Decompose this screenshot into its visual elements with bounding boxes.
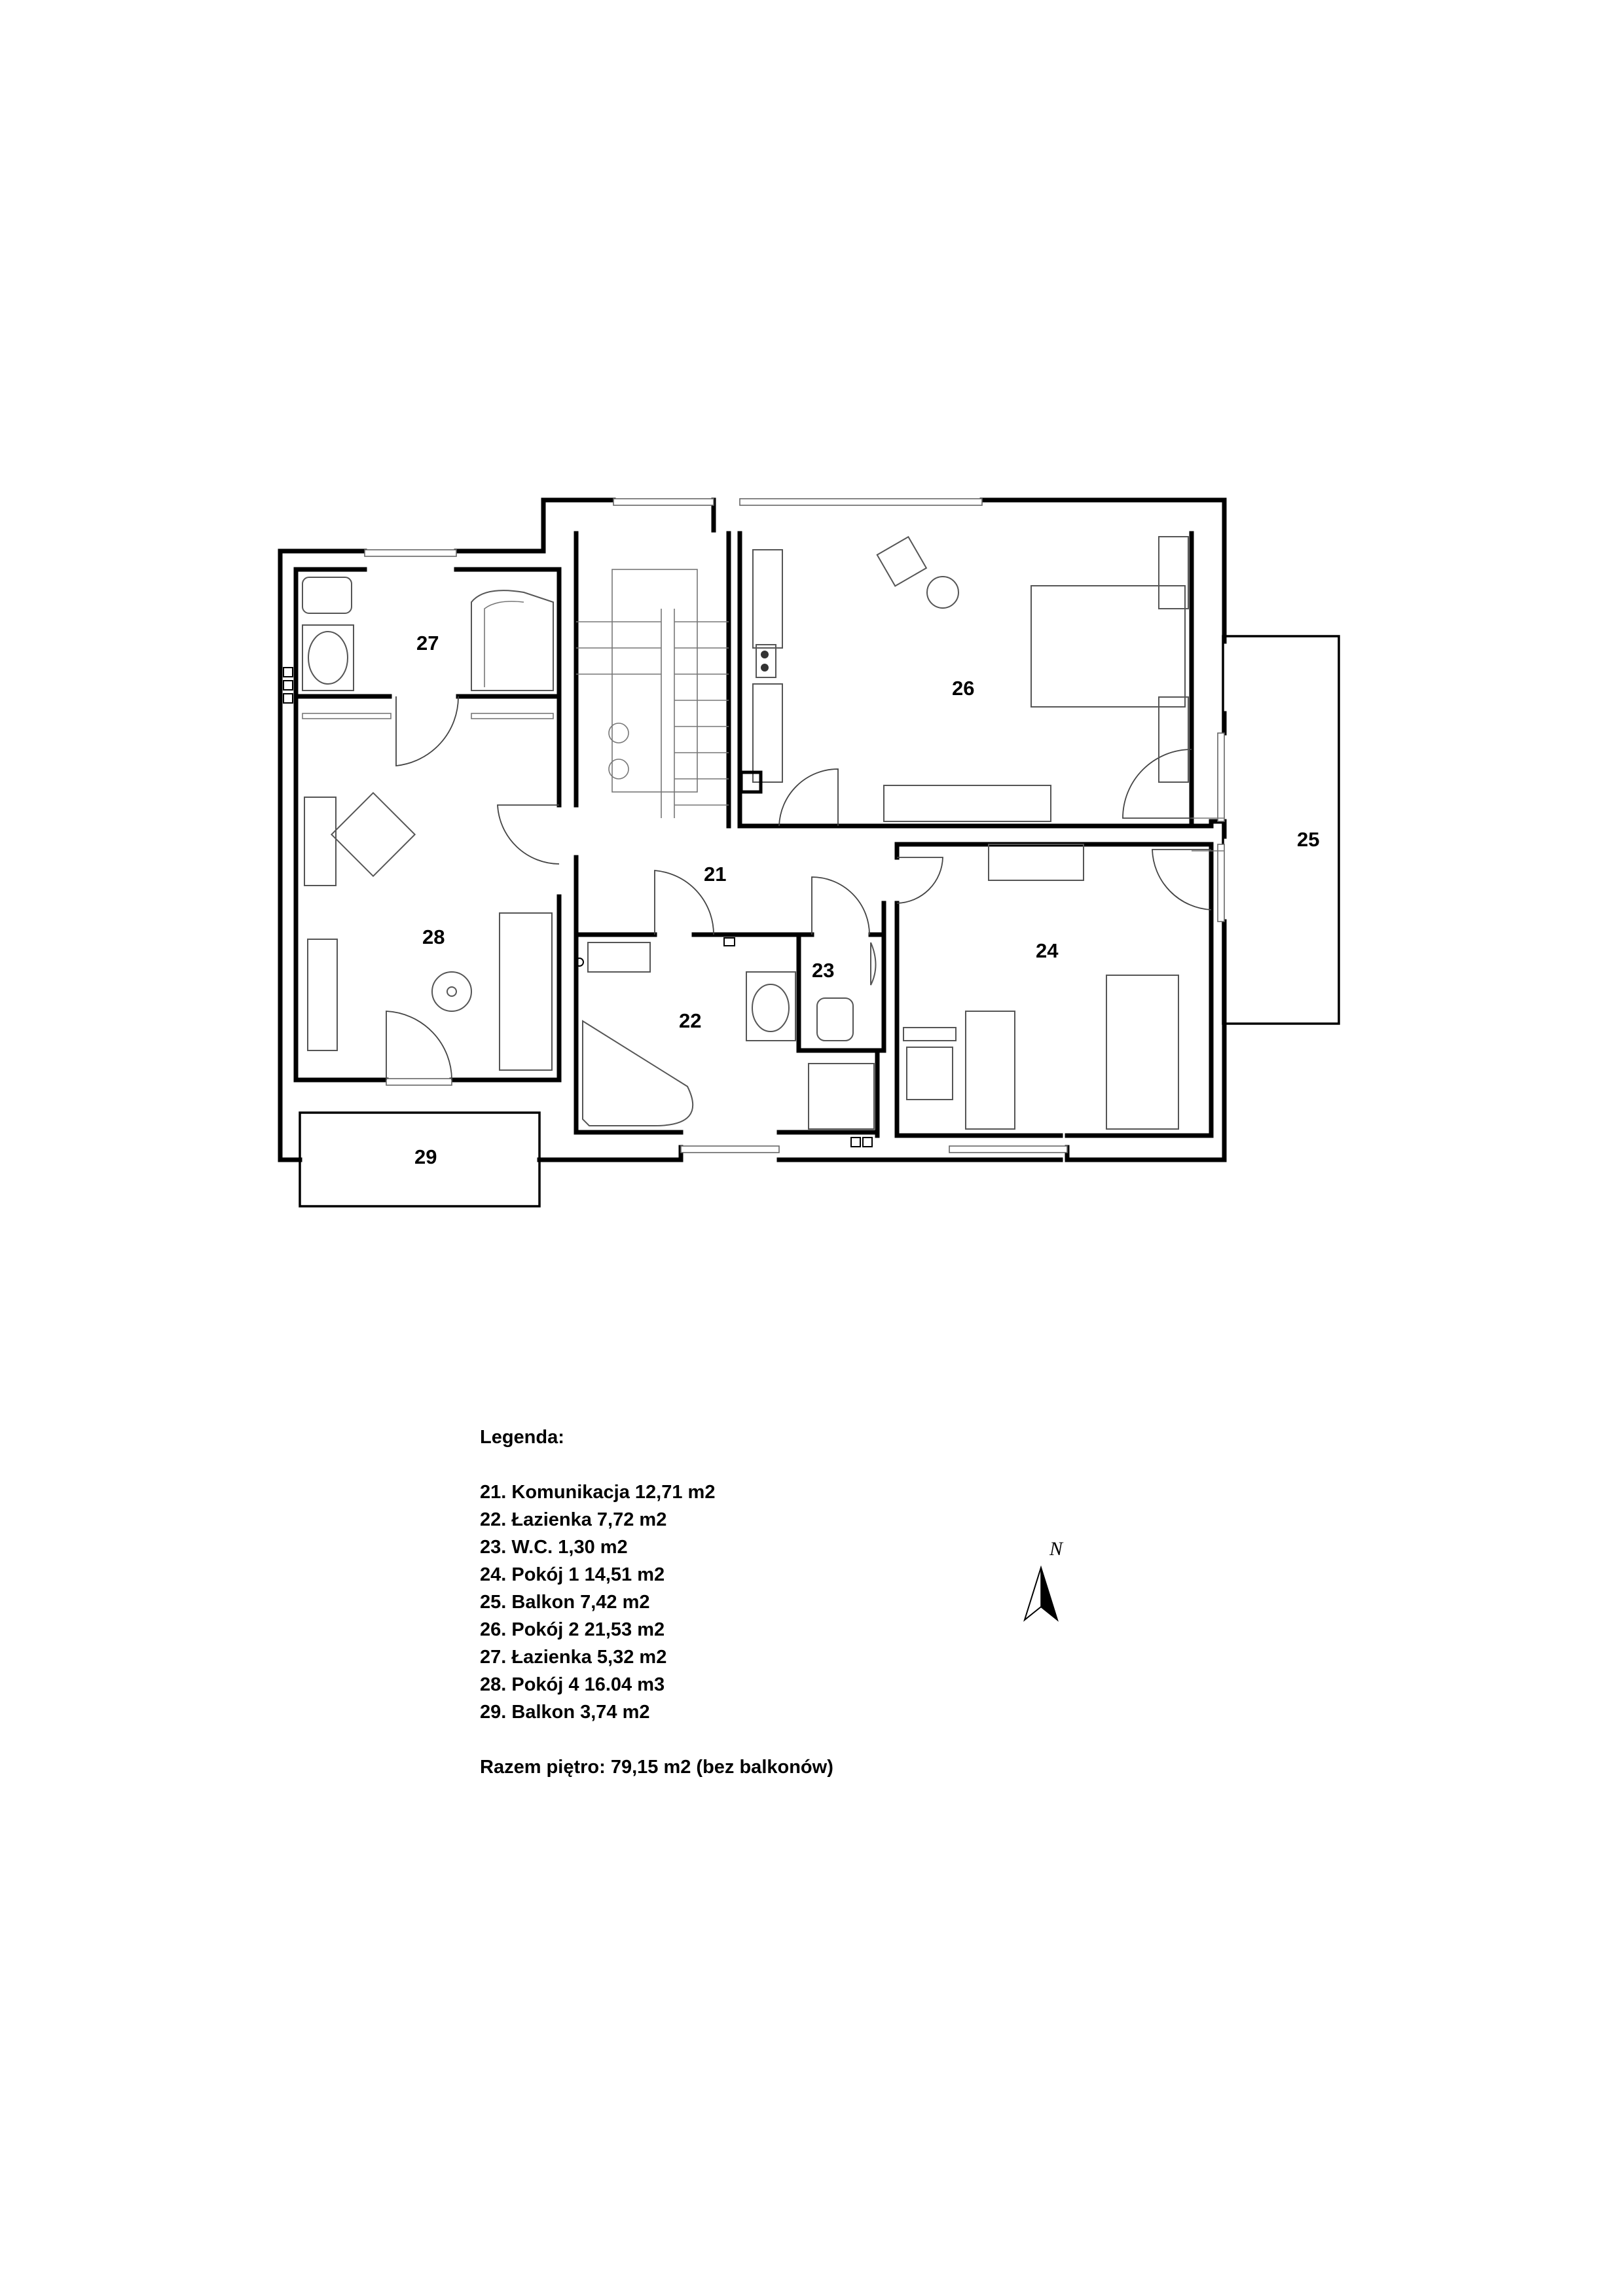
legend-item: 26. Pokój 2 21,53 m2 — [480, 1619, 665, 1640]
legend-item: 25. Balkon 7,42 m2 — [480, 1592, 650, 1613]
room-label-22: 22 — [679, 1009, 701, 1032]
door-28-east — [497, 804, 560, 865]
door-27 — [395, 696, 459, 766]
doors — [386, 696, 1212, 1081]
legend-item: 27. Łazienka 5,32 m2 — [480, 1647, 667, 1668]
room-label-29: 29 — [414, 1145, 437, 1168]
balcony-25 — [1222, 635, 1340, 1025]
furniture-22 — [575, 937, 877, 1147]
furniture-26 — [739, 535, 1189, 822]
door-26-balcony — [1122, 749, 1192, 819]
room-label-24: 24 — [1036, 939, 1059, 962]
exterior-walls — [278, 497, 1227, 1162]
furniture-24 — [903, 844, 1179, 1130]
window-21 — [613, 498, 714, 506]
legend-item: 28. Pokój 4 16.04 m3 — [480, 1674, 665, 1695]
window-27 — [364, 549, 457, 557]
door-28-south — [386, 1011, 452, 1081]
legend-item: 22. Łazienka 7,72 m2 — [480, 1509, 667, 1530]
interior-walls — [293, 531, 1214, 1138]
window-26 — [739, 498, 983, 506]
north-arrow-icon: N — [1012, 1538, 1070, 1630]
windows — [364, 498, 1225, 1153]
window-29 — [386, 1078, 452, 1086]
room-label-25: 25 — [1297, 828, 1319, 851]
door-24-west — [896, 857, 943, 904]
door-22 — [654, 870, 714, 935]
room-label-21: 21 — [704, 863, 726, 886]
room-label-26: 26 — [952, 677, 974, 700]
room-label-28: 28 — [422, 925, 445, 948]
legend-item: 21. Komunikacja 12,71 m2 — [480, 1482, 716, 1503]
window-24 — [949, 1145, 1068, 1153]
legend-item: 24. Pokój 1 14,51 m2 — [480, 1564, 665, 1585]
furniture-27 — [302, 577, 554, 691]
legend-item: 23. W.C. 1,30 m2 — [480, 1537, 628, 1558]
door-24-east — [1152, 849, 1212, 910]
north-arrow-shape — [1023, 1565, 1059, 1622]
window-24-east — [1217, 844, 1225, 922]
wall-vents — [283, 667, 293, 704]
room-label-23: 23 — [812, 959, 834, 982]
window-26-east — [1217, 732, 1225, 822]
north-letter: N — [1049, 1538, 1063, 1560]
legend-title: Legenda: — [480, 1427, 564, 1448]
legend-item: 29. Balkon 3,74 m2 — [480, 1702, 650, 1723]
window-22 — [680, 1145, 780, 1153]
furniture-28 — [302, 713, 554, 1071]
staircase — [576, 569, 729, 818]
door-26 — [778, 768, 839, 827]
door-23 — [811, 876, 870, 935]
room-label-27: 27 — [416, 632, 439, 655]
legend-total: Razem piętro: 79,15 m2 (bez balkonów) — [480, 1757, 833, 1778]
legend: Legenda: 21. Komunikacja 12,71 m2 22. Ła… — [480, 1424, 833, 1781]
